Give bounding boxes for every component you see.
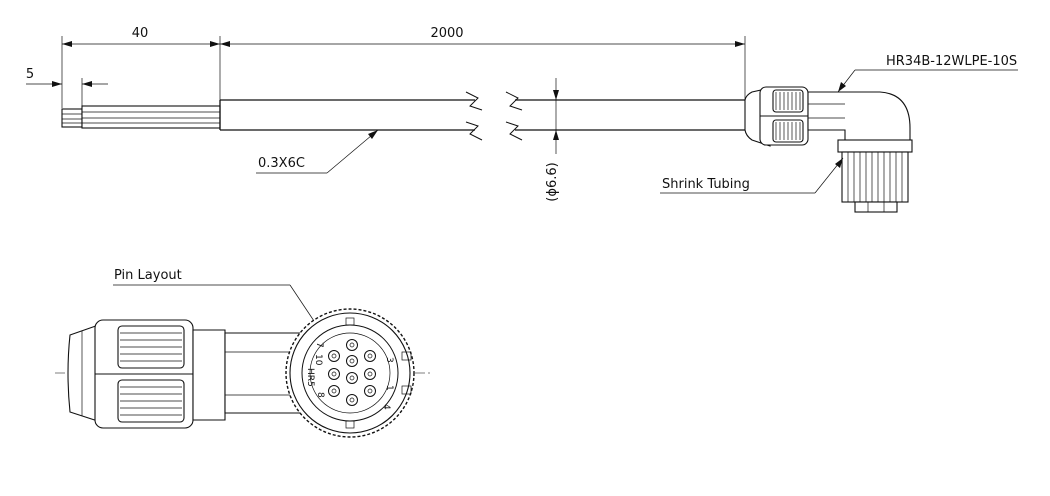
dim-cable-length: 2000 [430, 26, 463, 41]
dim-strip-length: 5 [26, 67, 34, 82]
connector-end-view [55, 308, 430, 438]
dim-diameter: (ϕ6.6) [545, 162, 560, 201]
cable-side-view [61, 91, 745, 141]
dim-conductor-length: 40 [132, 26, 149, 41]
leader-lines [113, 69, 1018, 334]
pin-number-8: 8 [315, 392, 325, 398]
pin-layout-label: Pin Layout [114, 268, 182, 283]
contact-pins [328, 339, 376, 406]
knurl-lines [775, 92, 801, 140]
pin-number-1: 1 [384, 385, 394, 391]
pin-number-7: 7 [314, 342, 324, 348]
coupling-knurl [847, 152, 903, 202]
pin-number-3: 3 [384, 357, 394, 363]
nut-knurl-lines [120, 332, 182, 416]
connector-side-view [744, 86, 913, 213]
pin-number-4: 4 [381, 404, 391, 410]
connector-part-number: HR34B-12WLPE-10S [886, 54, 1017, 69]
cable-spec-label: 0.3X6C [258, 156, 305, 171]
pin-number-10: 10 [313, 354, 323, 366]
shrink-tubing-label: Shrink Tubing [662, 177, 750, 192]
face-mark-hr5: HR5 [305, 368, 315, 387]
dimension-lines [26, 36, 746, 154]
